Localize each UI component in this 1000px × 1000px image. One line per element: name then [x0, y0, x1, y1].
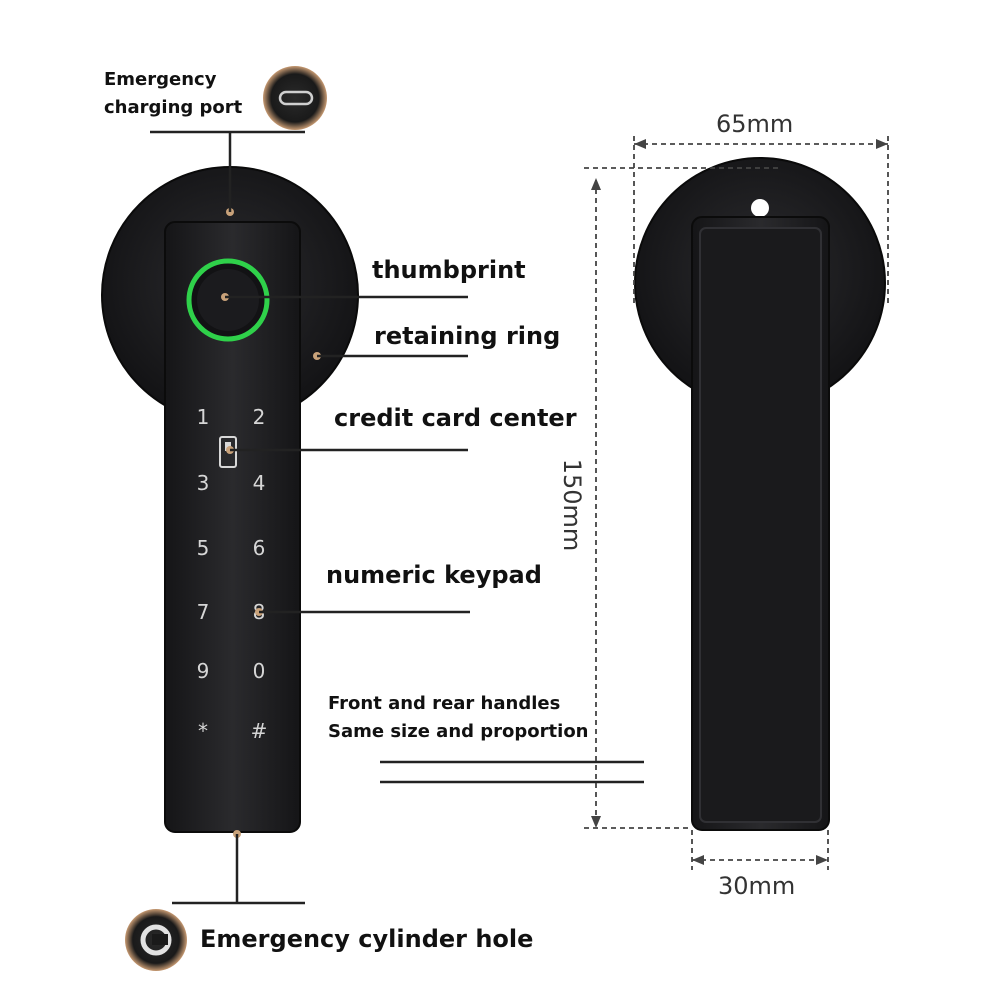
card-reader-icon: [219, 436, 237, 468]
charging-port-label-line2: charging port: [104, 97, 243, 118]
thumbprint-label: thumbprint: [372, 256, 526, 284]
dim-arrow-right: [876, 139, 888, 149]
dimension-150mm: [584, 167, 778, 829]
front-rear-note-line1: Front and rear handles: [328, 693, 561, 714]
front-handle-body: [164, 221, 301, 833]
dim-arrow-30-right: [816, 855, 828, 865]
dimension-30mm: [691, 830, 829, 870]
numeric-keypad-label: numeric keypad: [326, 561, 542, 589]
height-150mm-label: 150mm: [558, 458, 586, 552]
keypad-key: #: [251, 719, 268, 743]
keypad-key: 1: [197, 405, 210, 429]
usb-c-port-icon: [263, 66, 327, 130]
keypad-key: *: [198, 719, 208, 743]
dim-arrow-30-left: [692, 855, 704, 865]
dim-arrow-bottom: [591, 816, 601, 828]
front-rear-note-line2: Same size and proportion: [328, 721, 589, 742]
keypad-key: 4: [253, 471, 266, 495]
callout-lines: [150, 130, 644, 905]
front-rear-note: Front and rear handles Same size and pro…: [328, 690, 589, 746]
retaining-ring-label: retaining ring: [374, 322, 561, 350]
keypad-key: 2: [253, 405, 266, 429]
charging-port-label-line1: Emergency: [104, 69, 217, 90]
dim-arrow-top: [591, 178, 601, 190]
cylinder-hole-label: Emergency cylinder hole: [200, 925, 534, 953]
card-reader-chip-icon: [225, 442, 231, 451]
keypad-key: 9: [197, 659, 210, 683]
front-handle: 1234567890*#: [101, 166, 359, 838]
dimension-65mm: [633, 136, 889, 305]
cylinder-hole-icon: [125, 909, 187, 971]
keypad-key: 6: [253, 536, 266, 560]
credit-card-center-label: credit card center: [334, 404, 577, 432]
rear-handle: [634, 157, 886, 831]
keypad-key: 7: [197, 600, 210, 624]
width-65mm-label: 65mm: [716, 110, 794, 138]
fingerprint-sensor-pad: [197, 269, 259, 331]
numeric-keypad: 1234567890*#: [197, 405, 268, 743]
dim-arrow-left: [634, 139, 646, 149]
width-30mm-label: 30mm: [718, 872, 796, 900]
keypad-key: 5: [197, 536, 210, 560]
keypad-key: 0: [253, 659, 266, 683]
keypad-key: 3: [197, 471, 210, 495]
charging-port-label: Emergency charging port: [104, 66, 242, 122]
rear-screw-hole: [751, 199, 769, 217]
